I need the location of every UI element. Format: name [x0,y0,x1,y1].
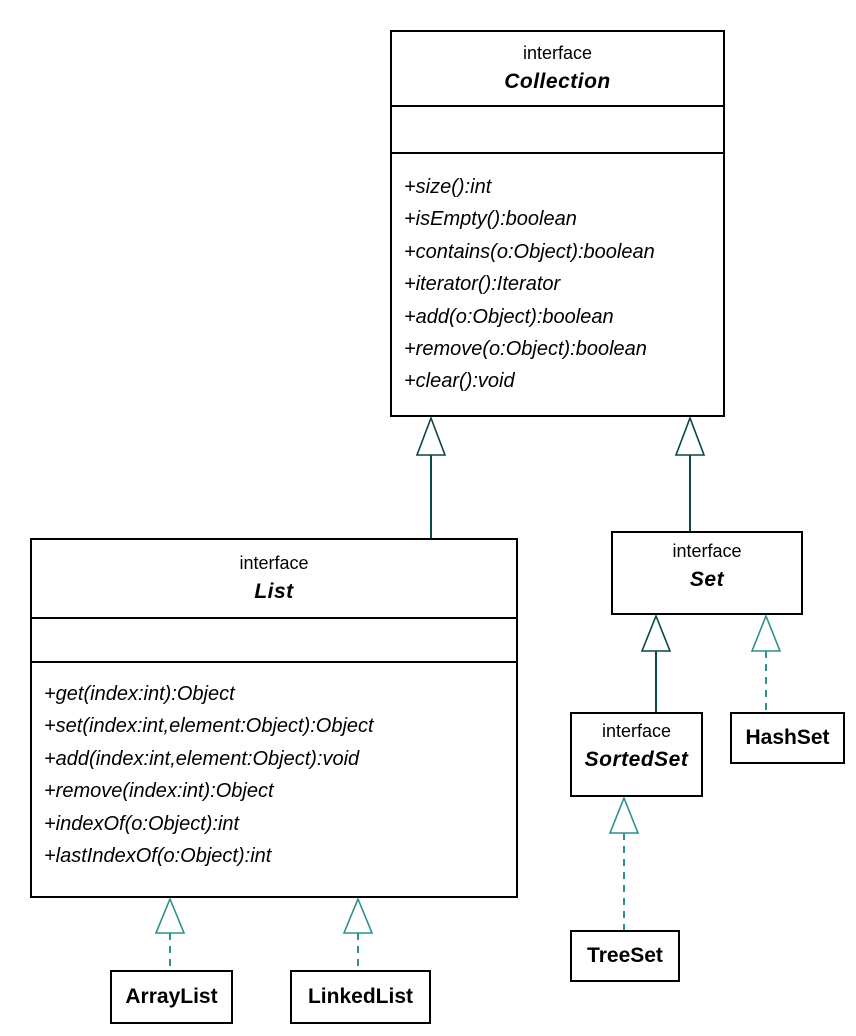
hollow-triangle-icon [674,415,706,456]
class-box-arraylist: ArrayList [110,970,233,1024]
class-box-linkedlist: LinkedList [290,970,431,1024]
method-item: +set(index:int,element:Object):Object [44,715,374,738]
class-header: interface List [32,540,516,617]
stereotype-label: interface [239,553,309,573]
realization-edge-arraylist-to-list [154,896,186,970]
class-box-list: interface List +get(index:int):Object +s… [30,538,518,898]
hollow-triangle-icon [342,896,374,934]
class-name: Set [689,568,725,591]
hollow-triangle-icon [750,613,782,652]
method-item: +add(o:Object):boolean [404,305,614,328]
realization-edge-hashset-to-set [750,613,782,712]
hollow-triangle-icon [415,415,447,456]
hollow-triangle-icon [154,896,186,934]
class-name: ArrayList [125,985,218,1008]
method-item: +add(index:int,element:Object):void [44,747,360,770]
method-item: +lastIndexOf(o:Object):int [44,845,272,868]
class-name: List [254,580,294,603]
class-box-collection: interface Collection +size():int +isEmpt… [390,30,725,417]
method-item: +remove(index:int):Object [44,780,274,803]
methods-compartment: +get(index:int):Object +set(index:int,el… [32,661,516,872]
class-name: SortedSet [584,748,689,771]
method-item: +indexOf(o:Object):int [44,812,240,835]
method-item: +size():int [404,176,492,198]
class-name: Collection [504,70,611,93]
attributes-compartment [392,105,723,152]
class-name: HashSet [745,726,830,749]
stereotype-label: interface [601,721,672,741]
generalization-edge-sortedset-to-set [640,613,672,712]
method-item: +iterator():Iterator [404,273,561,296]
class-header: interface Collection [392,32,723,105]
attributes-compartment [32,617,516,661]
method-item: +get(index:int):Object [44,683,235,705]
class-name: LinkedList [307,985,413,1008]
class-box-hashset: HashSet [730,712,845,764]
class-name: TreeSet [587,944,663,967]
class-box-sortedset: interface SortedSet [570,712,703,797]
methods-compartment: +size():int +isEmpty():boolean +contains… [392,152,723,398]
class-box-treeset: TreeSet [570,930,680,982]
method-item: +remove(o:Object):boolean [404,338,647,361]
class-header: interface Set [613,533,801,596]
generalization-edge-set-to-collection [674,415,706,531]
class-box-set: interface Set [611,531,803,615]
class-header: interface SortedSet [572,714,701,776]
stereotype-label: interface [522,43,593,63]
generalization-edge-list-to-collection [415,415,447,538]
hollow-triangle-icon [608,795,640,834]
realization-edge-linkedlist-to-list [342,896,374,970]
stereotype-label: interface [672,541,742,561]
realization-edge-treeset-to-sortedset [608,795,640,930]
method-item: +clear():void [404,370,515,393]
hollow-triangle-icon [640,613,672,652]
method-item: +contains(o:Object):boolean [404,240,655,263]
method-item: +isEmpty():boolean [404,208,577,231]
